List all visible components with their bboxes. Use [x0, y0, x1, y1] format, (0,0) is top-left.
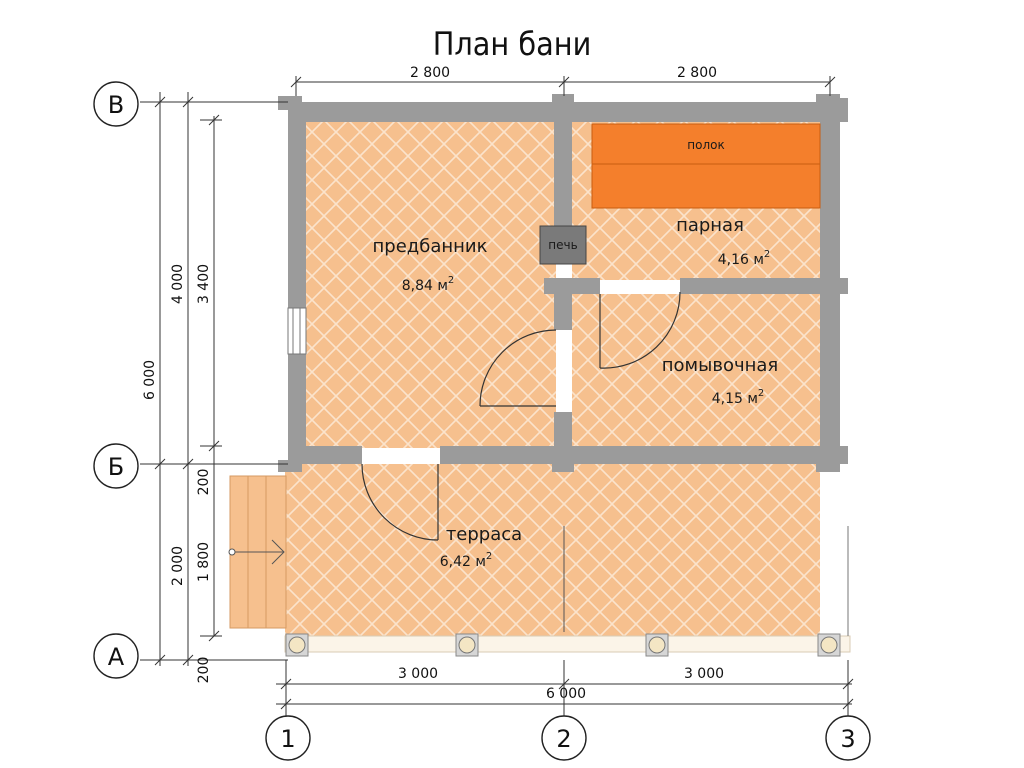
- predbannik-floor: [306, 120, 556, 448]
- axis-row-a-label: А: [108, 643, 125, 671]
- room-terrasa-name: терраса: [446, 524, 522, 545]
- dim-left-lower: 2 000: [170, 546, 186, 586]
- terrace-edge: [284, 635, 851, 653]
- room-pomyvochnaya-name: помывочная: [662, 355, 778, 376]
- axis-col-2: 2: [541, 715, 587, 761]
- post-2: [455, 633, 479, 657]
- dimensions-top: [290, 76, 836, 96]
- dim-left-inner-upper: 3 400: [196, 264, 212, 304]
- post-3: [645, 633, 669, 657]
- doors: [361, 291, 681, 541]
- dim-left-small-bottom: 200: [196, 657, 212, 684]
- axis-col-1-label: 1: [280, 725, 295, 753]
- axis-col-3-label: 3: [840, 725, 855, 753]
- bench: полок: [591, 123, 821, 209]
- room-parnaya-area: 4,16 м2: [718, 249, 771, 268]
- dim-top-right: 2 800: [677, 65, 717, 81]
- pomyvochnaya-floor: [572, 294, 820, 448]
- room-parnaya-name: парная: [676, 215, 744, 236]
- axis-col-3: 3: [825, 715, 871, 761]
- window: [287, 307, 307, 355]
- axis-row-b: Б: [93, 443, 139, 489]
- room-predbannik-name: предбанник: [373, 236, 488, 257]
- axis-row-v-label: В: [108, 91, 124, 119]
- terrace-floor: [285, 464, 820, 636]
- room-labels: предбанник 8,84 м2 парная 4,16 м2 помыво…: [373, 215, 779, 570]
- dim-left-total: 6 000: [142, 360, 158, 400]
- post-1: [285, 633, 309, 657]
- dim-bottom-total: 6 000: [546, 686, 586, 702]
- stove-label: печь: [548, 238, 577, 252]
- terrace-steps: [228, 475, 287, 629]
- plan-title: План бани: [433, 25, 592, 63]
- dim-top-left: 2 800: [410, 65, 450, 81]
- dim-left-inner-lower: 1 800: [196, 542, 212, 582]
- post-4: [817, 633, 841, 657]
- dimensions-left: [140, 92, 288, 666]
- axis-row-a: А: [93, 633, 139, 679]
- axis-col-1: 1: [265, 715, 311, 761]
- dim-left-small-top: 200: [196, 469, 212, 496]
- dim-left-upper: 4 000: [170, 264, 186, 304]
- axis-row-v: В: [93, 81, 139, 127]
- dim-bottom-right: 3 000: [684, 666, 724, 682]
- axis-row-b-label: Б: [108, 453, 124, 481]
- bench-label: полок: [687, 138, 724, 152]
- terrace-posts: [285, 633, 841, 657]
- room-pomyvochnaya-area: 4,15 м2: [712, 388, 765, 407]
- room-terrasa-area: 6,42 м2: [440, 551, 493, 570]
- room-predbannik-area: 8,84 м2: [402, 275, 455, 294]
- dim-bottom-left: 3 000: [398, 666, 438, 682]
- axis-col-2-label: 2: [556, 725, 571, 753]
- stove: печь: [539, 225, 587, 265]
- walls: [278, 94, 848, 472]
